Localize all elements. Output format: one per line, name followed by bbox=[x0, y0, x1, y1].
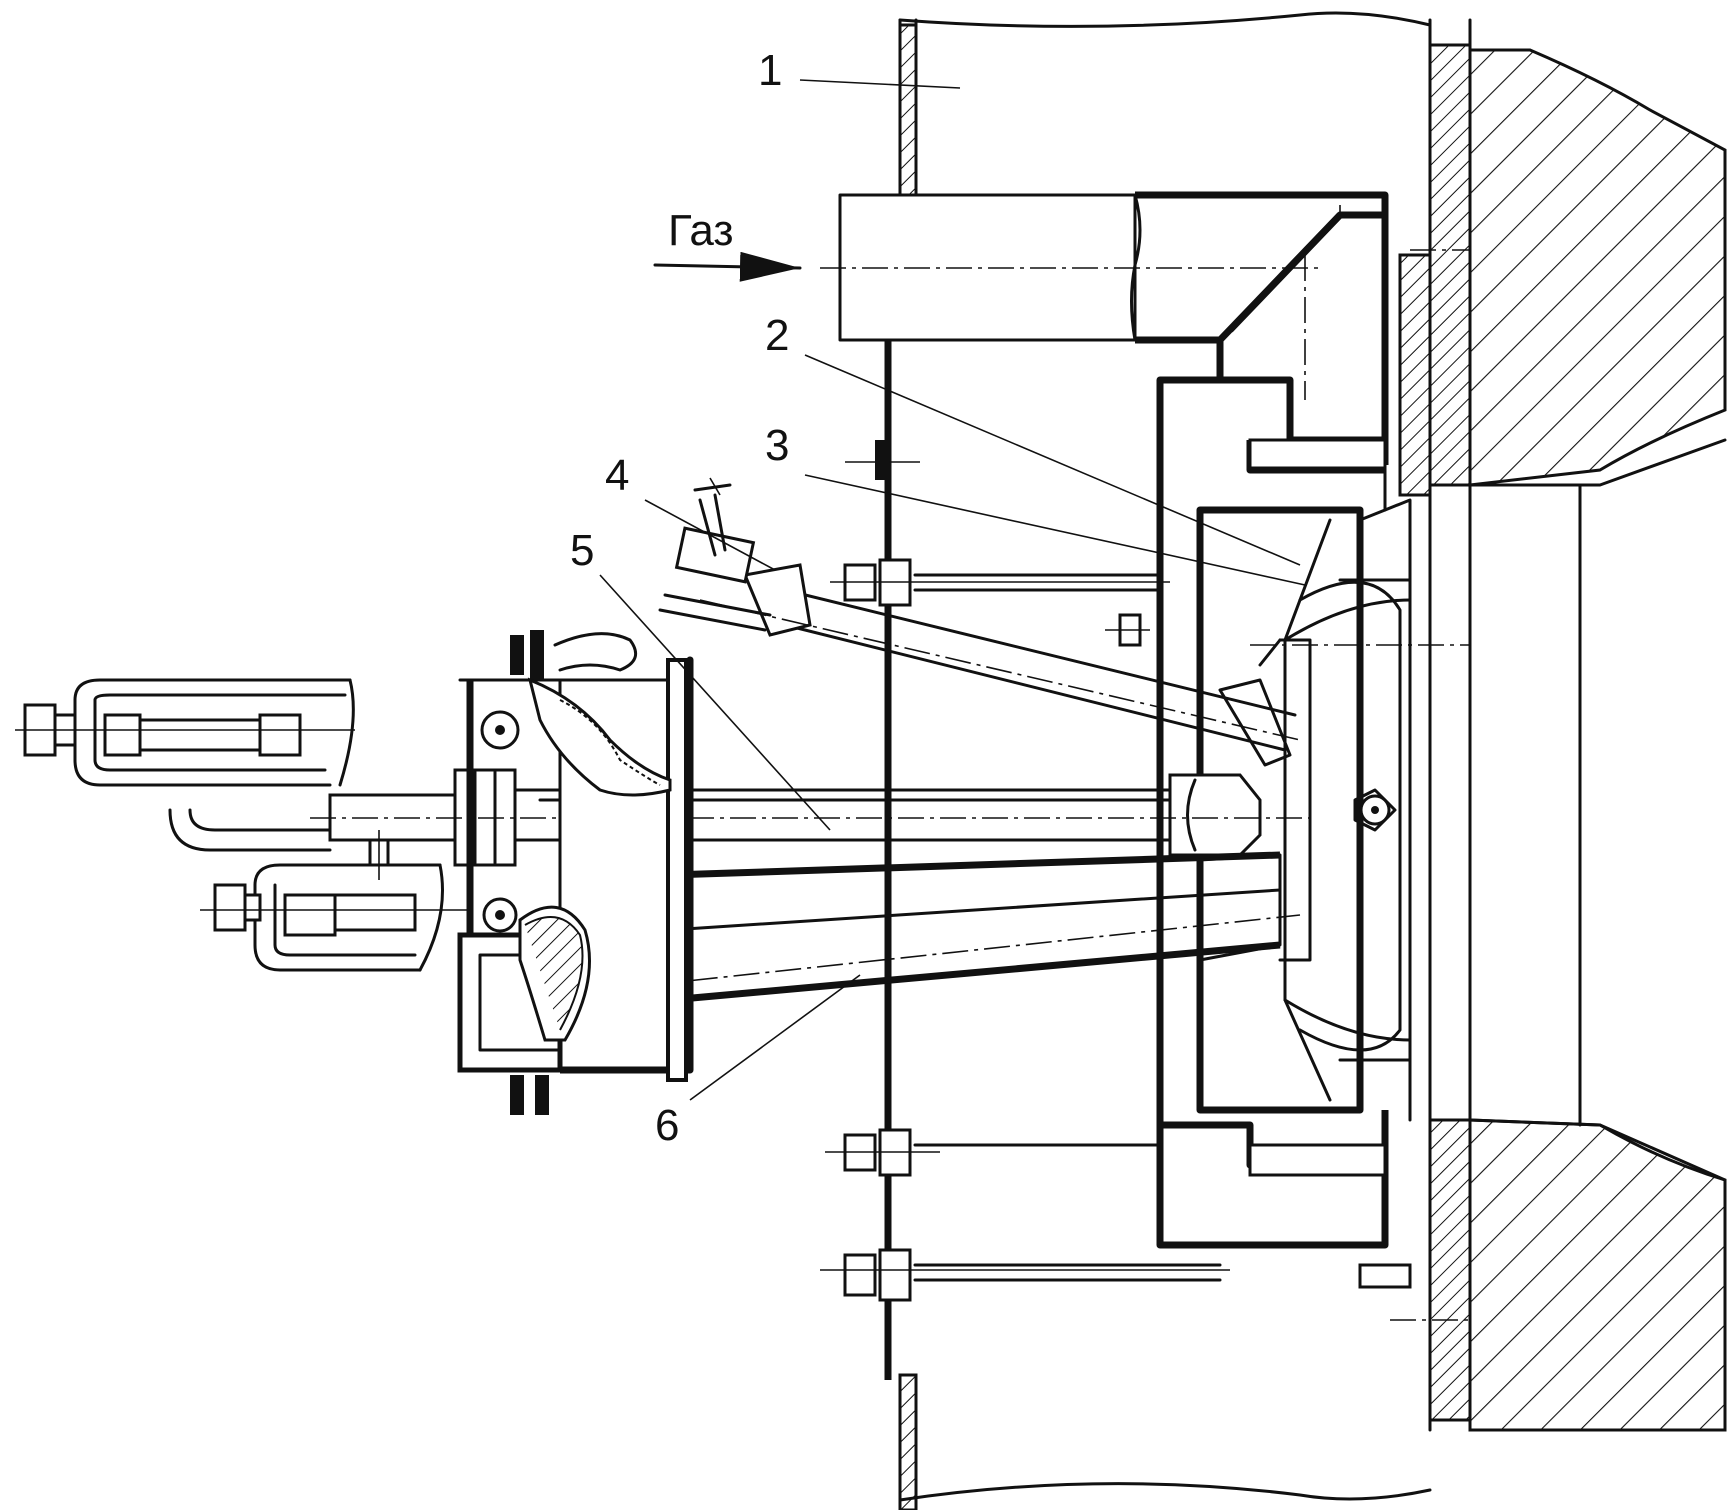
clamp-lower bbox=[200, 830, 470, 972]
air-register bbox=[1156, 463, 1412, 1289]
oil-gun bbox=[168, 768, 1310, 867]
air-casing bbox=[884, 11, 1432, 1510]
tie-rods bbox=[820, 440, 1230, 1302]
gas-flow-arrow bbox=[653, 251, 802, 282]
furnace-wall bbox=[1428, 18, 1727, 1432]
callout-2: 2 bbox=[765, 311, 789, 360]
callout-5: 5 bbox=[570, 526, 594, 575]
igniter-tube bbox=[649, 638, 1312, 1004]
front-plate bbox=[457, 630, 694, 1115]
gas-label: Газ bbox=[668, 206, 734, 255]
callout-6: 6 bbox=[655, 1101, 679, 1150]
gas-lance bbox=[658, 477, 1301, 767]
center-lines bbox=[820, 249, 1470, 1321]
leader-lines bbox=[599, 79, 1306, 1101]
clamp-upper bbox=[15, 678, 355, 787]
gas-inlet-header bbox=[838, 191, 1432, 497]
callout-1: 1 bbox=[758, 46, 782, 95]
callout-3: 3 bbox=[765, 421, 789, 470]
callout-4: 4 bbox=[605, 451, 629, 500]
